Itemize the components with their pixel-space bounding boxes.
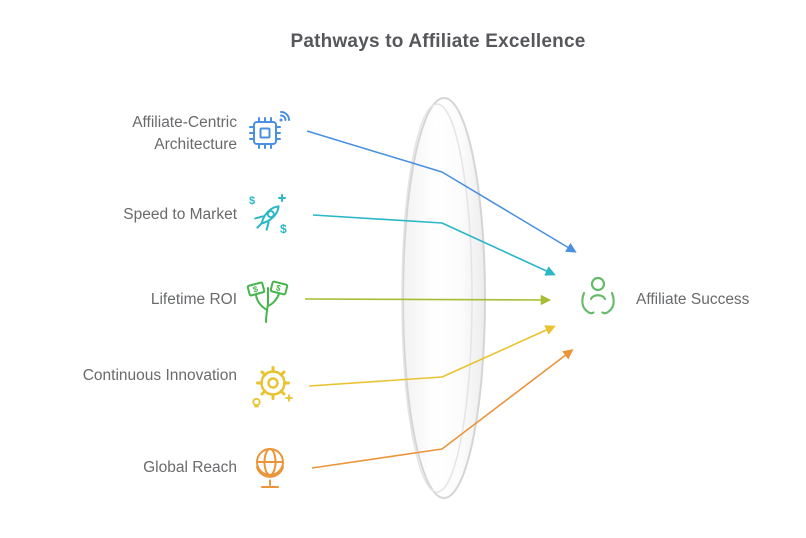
- connector-architecture: [306, 130, 577, 253]
- money-plant-art: [246, 280, 289, 323]
- bulb: [252, 397, 261, 407]
- dollar-glyph: $: [252, 284, 259, 295]
- chip-pins: [249, 117, 281, 149]
- rocket-art: [254, 194, 286, 231]
- wifi-arcs: [280, 111, 290, 121]
- globe-cradle: [256, 466, 284, 478]
- item-label-roi: Lifetime ROI: [150, 291, 237, 308]
- dollar-glyph: $: [275, 282, 282, 293]
- open-hands-person-icon: [576, 275, 620, 328]
- connector-speed: [312, 214, 556, 276]
- gear-hub: [267, 377, 279, 389]
- connector-lines: [304, 130, 577, 469]
- bill-outline: [246, 281, 266, 297]
- rocket-flame: [256, 222, 263, 229]
- gear-innovation-icon: [249, 365, 293, 414]
- plant-stems: [255, 287, 280, 323]
- sparkle-plus: [278, 194, 286, 202]
- wifi-dot: [279, 118, 283, 122]
- chip-body: [253, 121, 277, 145]
- item-label-innovation: Continuous Innovation: [82, 367, 237, 384]
- lens: [401, 97, 486, 499]
- rocket-fins: [254, 215, 270, 231]
- gear-teeth: [256, 366, 290, 400]
- bill-outline: [269, 280, 289, 296]
- sparkle-plus: [285, 394, 293, 402]
- money-plant-icon: $ $: [246, 276, 290, 329]
- open-hands-person-svg: [581, 276, 615, 315]
- dollar-glyph: $: [280, 222, 287, 236]
- chip-wifi-art: [249, 111, 290, 149]
- money-plant-svg: $ $: [246, 280, 289, 323]
- diagram-title: Pathways to Affiliate Excellence: [290, 31, 586, 52]
- chip-core: [259, 127, 271, 139]
- globe-art: [256, 448, 284, 488]
- dollar-glyph: $: [249, 195, 255, 207]
- connector-roi: [304, 294, 552, 306]
- right-hand: [601, 291, 615, 315]
- result-label: Affiliate Success: [636, 291, 750, 308]
- gear-innovation-svg: [252, 366, 293, 408]
- money-bill: [246, 281, 266, 297]
- money-bill: [269, 280, 289, 296]
- person-shoulders: [589, 294, 607, 301]
- rocket-window: [266, 210, 275, 219]
- connector-innovation: [308, 325, 556, 387]
- globe-stand-svg: [256, 448, 284, 488]
- item-label-architecture: Affiliate-Centric Architecture: [132, 114, 237, 153]
- connector-global: [311, 349, 574, 469]
- rocket-body-group: [254, 205, 280, 231]
- gear-art: [252, 366, 293, 408]
- rocket-dollars-icon: $ $: [248, 191, 292, 242]
- item-label-speed: Speed to Market: [123, 206, 237, 223]
- globe-stand-icon: [249, 444, 293, 497]
- item-label-global: Global Reach: [143, 459, 237, 476]
- lens-outline: [402, 97, 486, 499]
- chip-wifi-icon: [247, 110, 293, 159]
- rocket-dollars-svg: $ $: [249, 194, 287, 236]
- lens-inner-edge: [401, 103, 473, 493]
- person-head: [590, 276, 606, 292]
- globe-base: [261, 479, 279, 488]
- left-hand: [581, 291, 595, 315]
- chip-wifi-svg: [249, 111, 290, 149]
- open-hands-art: [581, 276, 615, 315]
